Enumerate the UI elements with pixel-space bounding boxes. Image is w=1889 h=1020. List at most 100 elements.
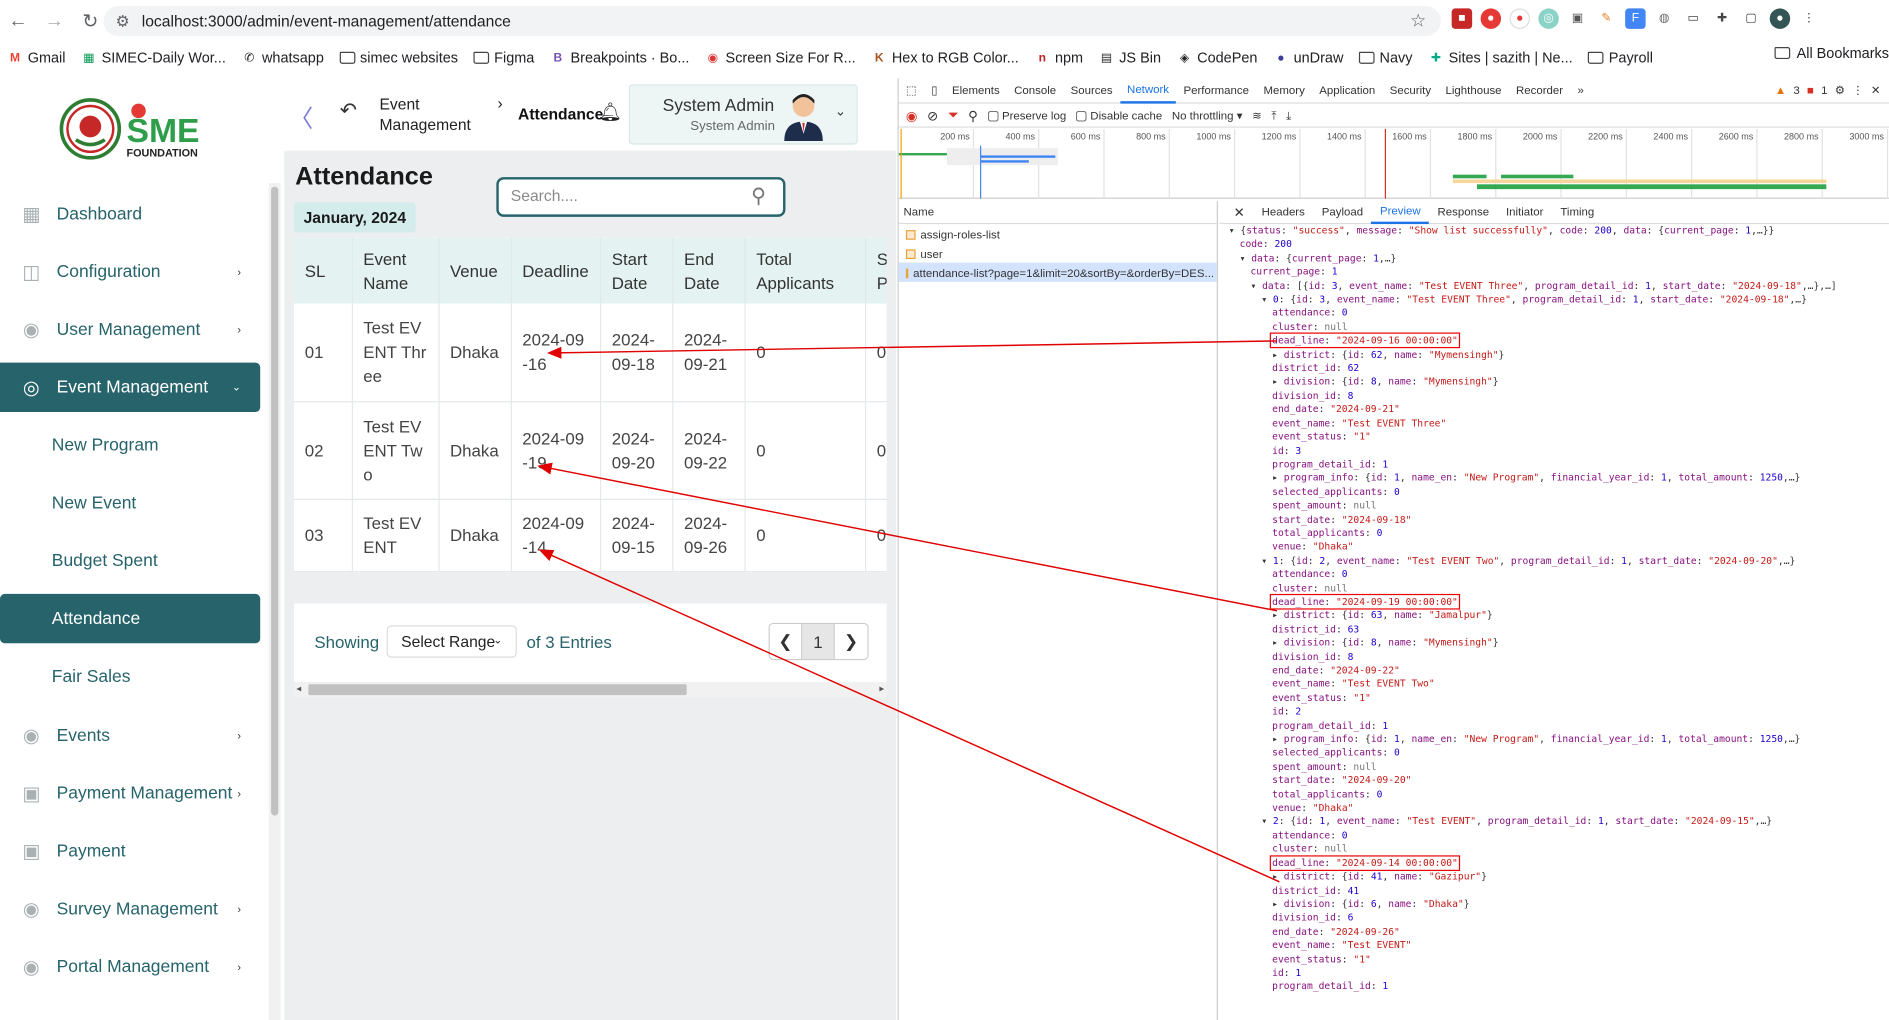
json-line[interactable]: ▾ data: [{id: 3, event_name: "Test EVENT… — [1219, 279, 1889, 293]
json-line[interactable]: attendance: 0 — [1219, 829, 1889, 843]
range-select[interactable]: Select Range ⌄ — [386, 625, 517, 658]
devtools-tab[interactable]: Application — [1319, 83, 1376, 97]
filter-icon[interactable]: ⏷ — [947, 107, 959, 123]
detail-tab[interactable]: Preview — [1371, 201, 1430, 224]
chevron-down-icon[interactable]: ⌄ — [834, 104, 846, 120]
globe-icon[interactable]: ◍ — [1654, 8, 1675, 29]
json-line[interactable]: ▾ {status: "success", message: "Show lis… — [1219, 224, 1889, 238]
devtools-tab[interactable]: Network — [1119, 78, 1177, 104]
json-line[interactable]: event_status: "1" — [1219, 691, 1889, 705]
json-line[interactable]: event_name: "Test EVENT Three" — [1219, 416, 1889, 430]
json-line[interactable]: dead_line: "2024-09-16 00:00:00" — [1219, 332, 1889, 349]
column-header[interactable]: Venue — [438, 237, 512, 304]
column-header[interactable]: Total Applicants — [744, 237, 866, 304]
json-line[interactable]: cluster: null — [1219, 842, 1889, 856]
bookmark-item[interactable]: Payroll — [1588, 49, 1653, 66]
json-line[interactable]: attendance: 0 — [1219, 568, 1889, 582]
json-line[interactable]: start_date: "2024-09-20" — [1219, 774, 1889, 788]
request-row[interactable]: user — [899, 243, 1217, 262]
sidebar-item-payment-management[interactable]: ▣Payment Management› — [0, 769, 260, 818]
camera-icon[interactable]: ▣ — [1567, 8, 1588, 29]
json-line[interactable]: end_date: "2024-09-21" — [1219, 403, 1889, 417]
json-line[interactable]: ▾ 2: {id: 1, event_name: "Test EVENT", p… — [1219, 815, 1889, 829]
json-line[interactable]: division_id: 8 — [1219, 650, 1889, 664]
column-header[interactable]: End Date — [672, 237, 746, 304]
search-icon[interactable]: ⚲ — [751, 184, 767, 208]
devtools-tab[interactable]: Elements — [951, 83, 1000, 97]
json-line[interactable]: district_id: 63 — [1219, 623, 1889, 637]
url-text[interactable]: localhost:3000/admin/event-management/at… — [141, 12, 511, 31]
extension-icon[interactable]: F — [1625, 8, 1646, 29]
bookmark-item[interactable]: ▤JS Bin — [1099, 49, 1161, 66]
detail-tab[interactable]: Response — [1437, 205, 1490, 219]
column-header[interactable]: Event Name — [351, 237, 440, 304]
json-line[interactable]: ▾ data: {current_page: 1,…} — [1219, 252, 1889, 266]
sidebar-item-new-event[interactable]: New Event — [0, 478, 260, 527]
clear-icon[interactable]: ⊘ — [927, 109, 939, 124]
json-line[interactable]: id: 3 — [1219, 444, 1889, 458]
column-header[interactable]: SL — [293, 237, 353, 304]
reload-icon[interactable]: ↻ — [82, 11, 99, 32]
site-info-icon[interactable]: ⚙ — [115, 11, 130, 30]
json-line[interactable]: ▸ program_info: {id: 1, name_en: "New Pr… — [1219, 471, 1889, 485]
extension-icon[interactable]: ● — [1480, 8, 1502, 29]
json-line[interactable]: event_name: "Test EVENT Two" — [1219, 678, 1889, 692]
sidebar-item-survey-management[interactable]: ◉Survey Management› — [0, 884, 260, 933]
device-toolbar-icon[interactable]: ▯ — [931, 83, 938, 97]
json-line[interactable]: total_applicants: 0 — [1219, 787, 1889, 801]
devtools-settings-icon[interactable]: ⚙ — [1834, 83, 1846, 97]
detail-tab[interactable]: Headers — [1261, 205, 1305, 219]
collapse-sidebar-icon[interactable]: 〈 — [289, 106, 314, 133]
json-line[interactable]: ▸ district: {id: 62, name: "Mymensingh"} — [1219, 348, 1889, 362]
scroll-right-arrow-icon[interactable]: ▸ — [879, 683, 885, 694]
json-line[interactable]: district_id: 62 — [1219, 361, 1889, 375]
json-line[interactable]: ▸ division: {id: 8, name: "Mymensingh"} — [1219, 375, 1889, 389]
sidebar-item-portal-management[interactable]: ◉Portal Management› — [0, 942, 260, 991]
inspect-element-icon[interactable]: ⬚ — [905, 83, 917, 97]
devtools-close-icon[interactable]: ✕ — [1870, 83, 1881, 97]
json-line[interactable]: ▸ division: {id: 8, name: "Mymensingh"} — [1219, 636, 1889, 650]
detail-tab[interactable]: Payload — [1321, 205, 1364, 219]
throttling-select[interactable]: No throttling ▾ — [1171, 109, 1243, 123]
import-har-icon[interactable]: ⤒ — [1271, 109, 1277, 123]
search-input[interactable] — [510, 186, 728, 205]
json-line[interactable]: cluster: null — [1219, 581, 1889, 595]
bookmark-item[interactable]: ▦SIMEC-Daily Wor... — [81, 49, 226, 66]
detail-tab[interactable]: Initiator — [1505, 205, 1544, 219]
sidebar-item-events[interactable]: ◉Events› — [0, 711, 260, 760]
extension-icon[interactable]: ◎ — [1538, 8, 1559, 29]
name-column-header[interactable]: Name — [898, 201, 1217, 225]
json-line[interactable]: ▸ program_info: {id: 1, name_en: "New Pr… — [1219, 732, 1889, 746]
request-row[interactable]: attendance-list?page=1&limit=20&sortBy=&… — [898, 262, 1217, 282]
devtools-tab[interactable]: Memory — [1263, 83, 1305, 97]
json-line[interactable]: division_id: 6 — [1219, 911, 1889, 925]
devtools-tab[interactable]: » — [1577, 83, 1584, 97]
sidebar-item-budget-spent[interactable]: Budget Spent — [0, 536, 260, 585]
color-picker-icon[interactable]: ✎ — [1596, 8, 1617, 29]
error-icon[interactable]: ■ — [1806, 83, 1814, 97]
bookmark-item[interactable]: ◈CodePen — [1177, 49, 1258, 66]
disable-cache-checkbox[interactable]: Disable cache — [1075, 109, 1162, 122]
sidebar-item-dashboard[interactable]: ▦Dashboard — [0, 189, 260, 238]
address-bar[interactable]: ⚙ localhost:3000/admin/event-management/… — [103, 6, 1441, 37]
breadcrumb-parent[interactable]: Event Management — [379, 95, 471, 134]
json-line[interactable]: event_status: "1" — [1219, 952, 1889, 966]
json-line[interactable]: ▸ district: {id: 63, name: "Jamalpur"} — [1219, 609, 1889, 623]
sidebar-item-user-management[interactable]: ◉User Management› — [0, 305, 260, 354]
json-line[interactable]: ▾ 0: {id: 3, event_name: "Test EVENT Thr… — [1219, 293, 1889, 307]
bookmark-item[interactable]: ✚Sites | sazith | Ne... — [1428, 49, 1573, 66]
request-row[interactable]: assign-roles-list — [899, 224, 1217, 243]
column-header[interactable]: Deadline — [510, 237, 601, 304]
json-line[interactable]: venue: "Dhaka" — [1219, 540, 1889, 554]
json-line[interactable]: event_name: "Test EVENT" — [1219, 939, 1889, 953]
warning-icon[interactable]: ▲ — [1774, 83, 1787, 97]
json-line[interactable]: program_detail_id: 1 — [1219, 458, 1889, 472]
scroll-left-arrow-icon[interactable]: ◂ — [296, 683, 302, 694]
devtools-tab[interactable]: Console — [1014, 83, 1057, 97]
search-box[interactable]: ⚲ — [496, 177, 786, 217]
menu-kebab-icon[interactable]: ⋮ — [1798, 8, 1820, 29]
